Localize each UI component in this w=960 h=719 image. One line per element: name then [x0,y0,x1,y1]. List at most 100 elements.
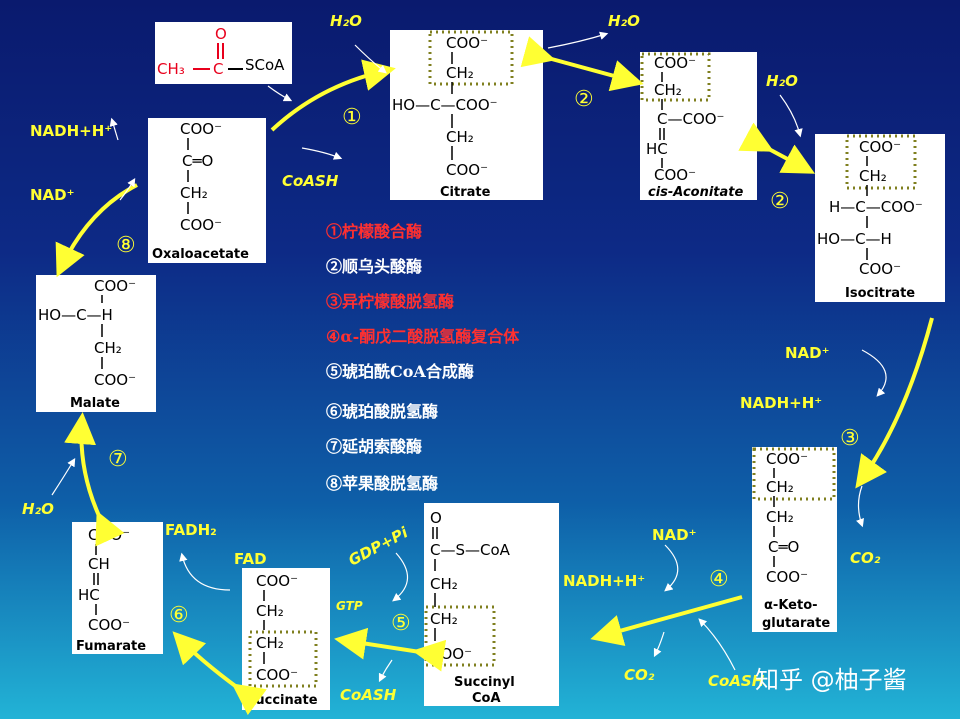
step-3: ③ [840,426,860,451]
nad-label-2: NAD⁺ [785,344,830,362]
alpha-ketoglutarate-name-1: α-Keto- [764,598,818,613]
step-8: ⑧ [116,233,136,258]
svg-text:CH₂: CH₂ [859,167,887,185]
svg-text:COO⁻: COO⁻ [180,216,222,234]
svg-text:HO—C—H: HO—C—H [38,306,113,324]
co2-label-2: CO₂ [624,666,655,684]
succinyl-coa-name-2: CoA [472,691,501,706]
svg-text:CH: CH [88,555,110,573]
arrow-step4 [590,595,743,646]
arrow-step6 [172,631,267,716]
svg-text:COO⁻: COO⁻ [446,34,488,52]
nad-label-3: NAD⁺ [652,526,697,544]
citrate-name: Citrate [440,185,491,200]
svg-text:CH₂: CH₂ [94,339,122,357]
alpha-ketoglutarate-name-2: glutarate [762,616,830,631]
acetyl-coa-card: O CH₃ C SCoA [155,22,292,84]
svg-text:CH₂: CH₂ [766,478,794,496]
enzyme-6: ⑥琥珀酸脱氢酶 [326,402,439,421]
arrow-step2a [520,36,644,92]
svg-text:COO⁻: COO⁻ [859,138,901,156]
svg-text:CH₂: CH₂ [654,81,682,99]
step-7: ⑦ [108,447,128,472]
nad-label-1: NAD⁺ [30,186,75,204]
malate-card: COO⁻ HO—C—H CH₂ COO⁻ Malate [36,275,156,412]
svg-text:C—S—CoA: C—S—CoA [430,541,511,559]
svg-text:COO⁻: COO⁻ [859,260,901,278]
step-2b: ② [770,189,790,214]
gdp-label: GDP+Pi [345,523,411,570]
enzyme-8: ⑧苹果酸脱氢酶 [326,474,439,493]
acetyl-coa-scoa: SCoA [245,56,285,74]
svg-text:COO⁻: COO⁻ [256,572,298,590]
step-5: ⑤ [391,611,411,636]
svg-text:COO⁻: COO⁻ [88,616,130,634]
arrow-step3 [855,317,934,489]
nadh-label-2: NADH+H⁺ [740,394,822,412]
enzyme-7: ⑦延胡索酸酶 [326,437,423,456]
enzyme-3: ③异柠檬酸脱氢酶 [326,292,455,311]
svg-text:CH₂: CH₂ [766,508,794,526]
enzyme-1: ①柠檬酸合酶 [326,222,423,241]
svg-text:COO⁻: COO⁻ [766,450,808,468]
arrow-step1 [270,59,396,132]
svg-text:C═O: C═O [768,538,799,556]
enzyme-2: ②顺乌头酸酶 [326,257,423,276]
nadh-label-3: NADH+H⁺ [563,572,645,590]
svg-text:HO—C—H: HO—C—H [817,230,892,248]
gtp-label: GTP [336,599,363,613]
h2o-label-2: H₂O [608,12,640,30]
coash-label-3: CoASH [708,672,765,690]
svg-text:CH₂: CH₂ [180,184,208,202]
isocitrate-name: Isocitrate [845,286,915,301]
svg-text:COO⁻: COO⁻ [94,277,136,295]
nadh-label-1: NADH+H⁺ [30,122,112,140]
svg-text:COO⁻: COO⁻ [654,54,696,72]
h2o-label-1: H₂O [330,12,362,30]
cis-aconitate-card: COO⁻ CH₂ C—COO⁻ HC COO⁻ cis-Aconitate [640,52,757,200]
acetyl-coa-ch3: CH₃ [157,60,185,78]
svg-text:HC: HC [646,140,668,158]
step-6: ⑥ [169,603,189,628]
step-2a: ② [574,87,594,112]
svg-text:HC: HC [78,586,100,604]
svg-text:COO⁻: COO⁻ [180,120,222,138]
coash-label-2: CoASH [340,686,397,704]
alpha-ketoglutarate-card: COO⁻ CH₂ CH₂ C═O COO⁻ α-Keto- glutarate [752,447,837,632]
arrow-step5 [334,627,447,672]
succinyl-coa-card: O C—S—CoA CH₂ CH₂ COO⁻ Succinyl CoA [424,503,559,706]
svg-text:COO⁻: COO⁻ [766,568,808,586]
h2o-label-4: H₂O [22,500,54,518]
isocitrate-card: COO⁻ CH₂ H—C—COO⁻ HO—C—H COO⁻ Isocitrate [815,134,945,302]
svg-text:COO⁻: COO⁻ [94,371,136,389]
svg-text:CH₂: CH₂ [446,128,474,146]
fadh2-label: FADH₂ [165,521,217,539]
svg-text:C═O: C═O [182,152,213,170]
malate-name: Malate [70,396,120,411]
succinyl-coa-name-1: Succinyl [454,675,515,690]
acetyl-coa-carbon: C [213,60,223,78]
enzyme-4: ④α-酮戊二酸脱氢酶复合体 [326,327,520,346]
acetyl-coa-oxygen: O [215,25,227,43]
svg-text:COO⁻: COO⁻ [654,166,696,184]
cis-aconitate-name: cis-Aconitate [648,185,744,200]
svg-text:O: O [430,509,442,527]
coash-label-1: CoASH [282,172,339,190]
watermark: 知乎 @柚子酱 [755,666,907,694]
enzyme-5: ⑤琥珀酰CoA合成酶 [326,362,474,381]
step-4: ④ [709,567,729,592]
svg-text:C—COO⁻: C—COO⁻ [657,110,724,128]
arrow-step2b [738,122,816,174]
oxaloacetate-card: COO⁻ C═O CH₂ COO⁻ Oxaloacetate [148,118,266,263]
svg-text:CH₂: CH₂ [256,602,284,620]
svg-text:CH₂: CH₂ [430,610,458,628]
svg-text:COO⁻: COO⁻ [446,161,488,179]
step-1: ① [342,105,362,130]
svg-text:HO—C—COO⁻: HO—C—COO⁻ [392,96,498,114]
svg-text:H—C—COO⁻: H—C—COO⁻ [829,198,923,216]
svg-text:CH₂: CH₂ [430,575,458,593]
fad-label: FAD [234,550,267,568]
fumarate-name: Fumarate [76,639,146,654]
svg-text:CH₂: CH₂ [446,64,474,82]
